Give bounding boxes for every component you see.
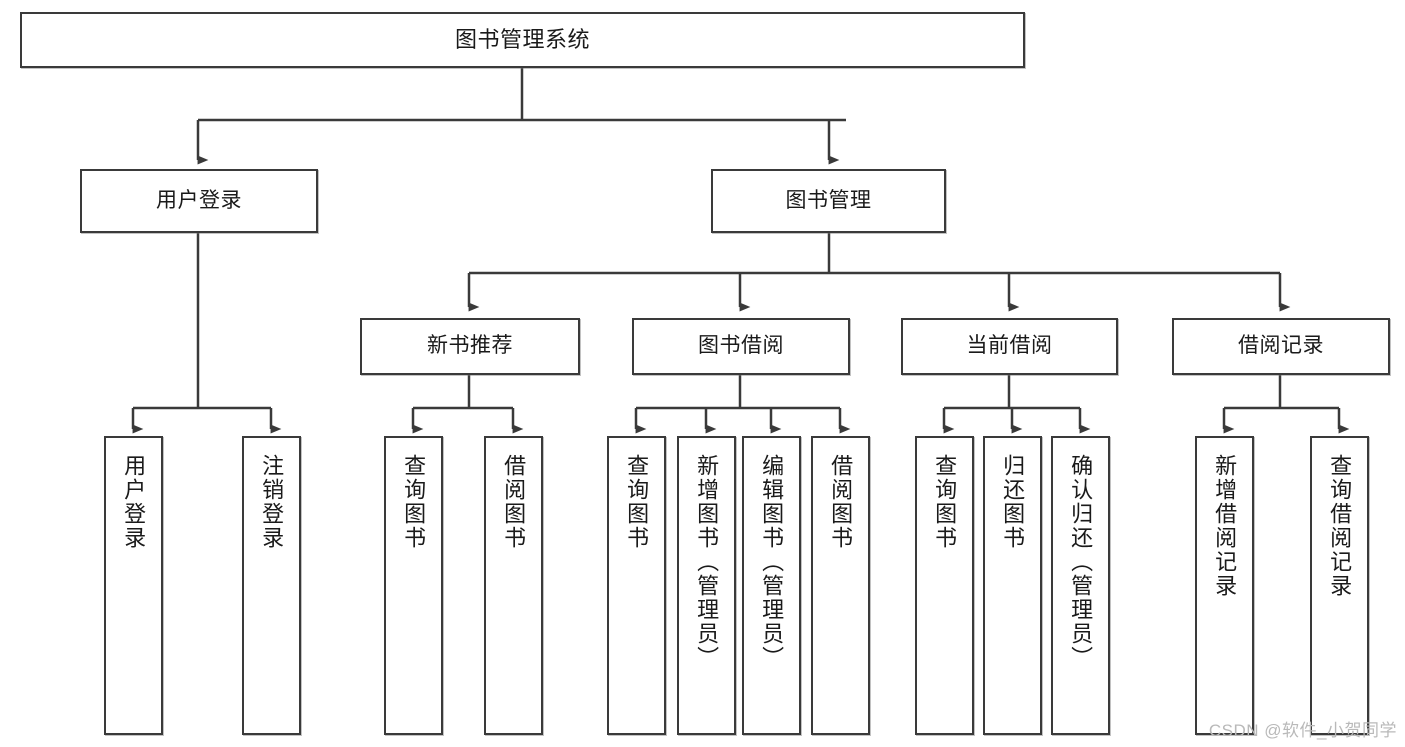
node-leaf-query-book-2[interactable]: 查询图书 [607,436,666,735]
node-leaf-query-book-1-label: 查询图书 [401,454,427,550]
node-new-book-rec[interactable]: 新书推荐 [360,318,580,375]
node-current-borrow-label: 当前借阅 [966,334,1053,358]
node-leaf-query-book-3-label: 查询图书 [932,454,958,550]
node-leaf-user-login[interactable]: 用户登录 [104,436,163,735]
node-leaf-confirm-return-label: 确认归还（管理员） [1068,454,1094,670]
node-root[interactable]: 图书管理系统 [20,12,1025,68]
node-book-borrow[interactable]: 图书借阅 [632,318,850,375]
node-leaf-confirm-return[interactable]: 确认归还（管理员） [1051,436,1110,735]
node-current-borrow[interactable]: 当前借阅 [901,318,1118,375]
node-leaf-return-book[interactable]: 归还图书 [983,436,1042,735]
node-book-borrow-label: 图书借阅 [698,334,784,358]
node-book-manage[interactable]: 图书管理 [711,169,946,233]
node-leaf-query-record[interactable]: 查询借阅记录 [1310,436,1369,735]
node-root-label: 图书管理系统 [454,27,590,53]
node-new-book-rec-label: 新书推荐 [427,334,513,358]
node-user-login-label: 用户登录 [156,188,242,212]
node-leaf-add-record-label: 新增借阅记录 [1212,454,1238,598]
node-user-login[interactable]: 用户登录 [80,169,318,233]
node-leaf-query-book-2-label: 查询图书 [624,454,650,550]
node-leaf-logout[interactable]: 注销登录 [242,436,301,735]
node-leaf-edit-book-label: 编辑图书（管理员） [759,454,785,670]
node-leaf-borrow-book-1-label: 借阅图书 [501,454,527,550]
node-book-manage-label: 图书管理 [785,188,872,212]
node-leaf-add-book[interactable]: 新增图书（管理员） [677,436,736,735]
node-leaf-query-record-label: 查询借阅记录 [1327,454,1353,598]
node-leaf-return-book-label: 归还图书 [1000,454,1026,550]
node-leaf-query-book-3[interactable]: 查询图书 [915,436,974,735]
node-leaf-borrow-book-1[interactable]: 借阅图书 [484,436,543,735]
node-leaf-borrow-book-2-label: 借阅图书 [828,454,854,550]
node-leaf-edit-book[interactable]: 编辑图书（管理员） [742,436,801,735]
node-borrow-record-label: 借阅记录 [1238,334,1324,358]
node-leaf-user-login-label: 用户登录 [121,454,147,550]
node-leaf-add-book-label: 新增图书（管理员） [694,454,720,670]
node-leaf-query-book-1[interactable]: 查询图书 [384,436,443,735]
node-leaf-add-record[interactable]: 新增借阅记录 [1195,436,1254,735]
node-leaf-logout-label: 注销登录 [259,454,285,550]
node-borrow-record[interactable]: 借阅记录 [1172,318,1390,375]
node-leaf-borrow-book-2[interactable]: 借阅图书 [811,436,870,735]
